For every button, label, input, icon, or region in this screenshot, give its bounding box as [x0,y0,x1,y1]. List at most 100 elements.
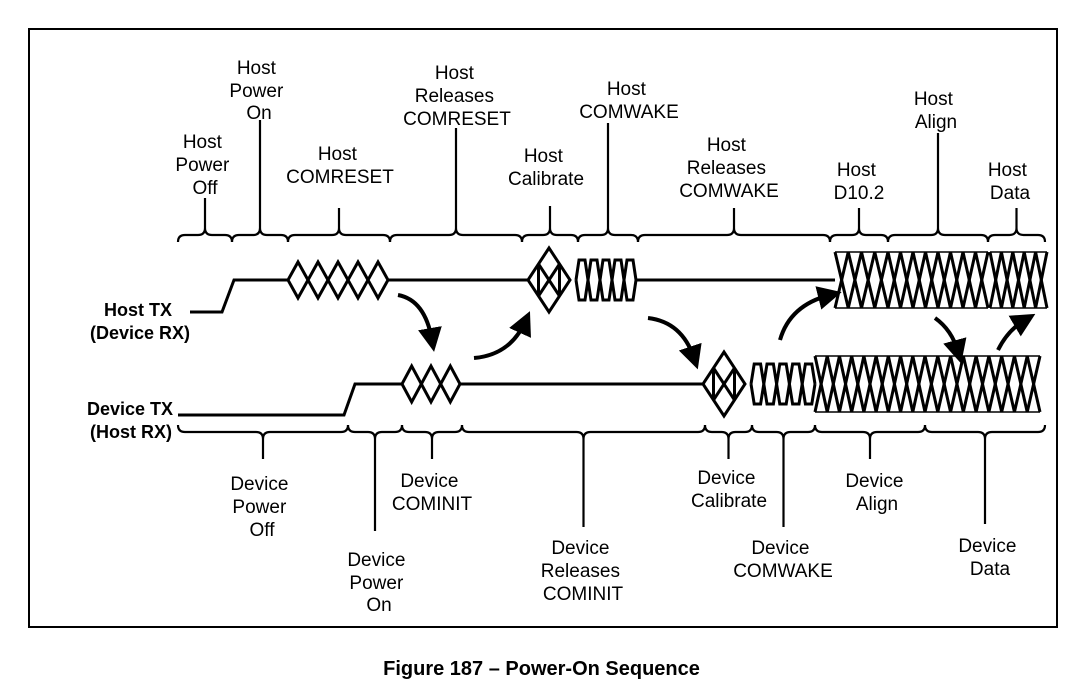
brace-host-d10-2 [828,208,890,243]
brace-curve [813,424,927,440]
host-tx-waveform [190,278,835,314]
device-tx-waveform [178,382,703,417]
brace-host-power-on [230,120,290,243]
brace-curve [886,227,990,243]
label-device-comwake: Device COMWAKE [733,538,833,582]
brace-device-calibrate [703,424,754,459]
label-host-comreset: Host COMRESET [286,144,394,188]
signal-lower-edge [574,279,638,302]
brace-curve [286,227,392,243]
signal-pulse [366,258,390,302]
lattice-stroke [825,355,841,413]
lattice-stroke [850,355,866,413]
brace-curve [986,227,1047,243]
brace-curve [923,424,1047,440]
arrow-device-comwake-to-host [778,286,842,341]
cluster-stroke [537,263,561,297]
burst-host-align [886,251,990,309]
lattice-stroke [899,355,915,413]
burst-device-cominit [400,362,462,406]
lattice-stroke [1012,355,1029,413]
burst-host-comreset [286,258,390,302]
brace-host-releases-comreset [388,128,524,243]
burst-device-align [813,355,927,413]
brace-host-data [986,208,1047,243]
arrow-comwake-to-device [647,316,702,370]
figure-caption: Figure 187 – Power-On Sequence [383,658,700,680]
signal-pulse [438,362,462,406]
label-device-power-on: Device Power On [347,550,410,616]
lattice-stroke [1034,251,1049,309]
label-device-releases-cominit: Device Releases COMINIT [541,538,626,605]
burst-device-comwake [749,362,817,406]
lattice-stroke [886,355,903,413]
lattice-stroke [974,251,990,309]
brace-device-power-off [176,424,350,459]
handshake-arrows [397,286,1036,370]
label-device-align: Device Align [845,471,908,515]
burst-host-calibrate [526,245,572,315]
brace-curve [750,424,817,440]
arrow-comreset-to-cominit [397,293,442,352]
brace-host-power-off [176,198,234,243]
burst-device-calibrate [701,349,747,419]
lattice-stroke [923,355,940,413]
burst-host-d10-2 [833,251,890,309]
brace-device-power-on [346,424,404,531]
lattice-stroke [874,355,890,413]
lattice-stroke [1022,251,1038,309]
brace-device-align [813,424,927,459]
lattice-stroke [899,251,915,309]
device-tx-sublabel: (Host RX) [90,422,172,442]
label-host-d10-2: Host D10.2 [834,160,885,204]
device-labels: Device Power Off Device Power On Device … [230,468,1021,616]
brace-curve [460,424,707,440]
signal-lower-edge [749,383,817,406]
label-device-data: Device Data [958,536,1021,580]
cluster-stroke [712,367,736,401]
lattice-stroke [862,355,878,413]
lattice-stroke [961,355,978,413]
label-host-align: Host Align [914,89,958,133]
signal-pulse [400,362,424,406]
lattice-stroke [949,251,965,309]
host-labels: Host Power Off Host Power On Host COMRES… [175,58,1032,204]
signal-pulse [326,258,350,302]
brace-host-calibrate [520,206,580,243]
brace-device-releases-cominit [460,424,707,527]
signal-pulse [306,258,330,302]
cluster-outline [701,349,747,419]
signal-pulse [286,258,310,302]
label-device-power-off: Device Power Off [230,474,293,541]
lattice-stroke [886,251,902,309]
lattice-stroke [911,251,927,309]
brace-device-comwake [750,424,817,527]
brace-device-data [923,424,1047,524]
diagram-frame [28,28,1058,628]
label-host-calibrate: Host Calibrate [508,146,584,190]
lattice-stroke [873,251,890,309]
label-host-power-on: Host Power On [229,58,288,124]
brace-host-comwake [576,123,640,243]
lattice-stroke [1011,251,1026,309]
label-host-releases-comwake: Host Releases COMWAKE [679,135,779,202]
lattice-stroke [936,355,953,413]
brace-host-align [886,133,990,243]
brace-host-releases-comwake [636,208,832,243]
brace-curve [176,227,234,243]
lattice-stroke [860,251,877,309]
host-tx-label: Host TX [104,300,172,320]
signal-pulse [346,258,370,302]
brace-curve [520,227,580,243]
signal-pulse [419,362,443,406]
arrow-host-align-to-device [933,316,967,364]
lattice-stroke [974,355,991,413]
lattice-stroke [1025,355,1042,413]
brace-device-cominit [400,424,464,459]
label-host-data: Host Data [988,160,1032,204]
arrow-device-align-to-host [996,313,1036,351]
burst-host-comwake [574,258,638,302]
label-host-releases-comreset: Host Releases COMRESET [403,63,511,130]
lattice-stroke [1000,355,1016,413]
